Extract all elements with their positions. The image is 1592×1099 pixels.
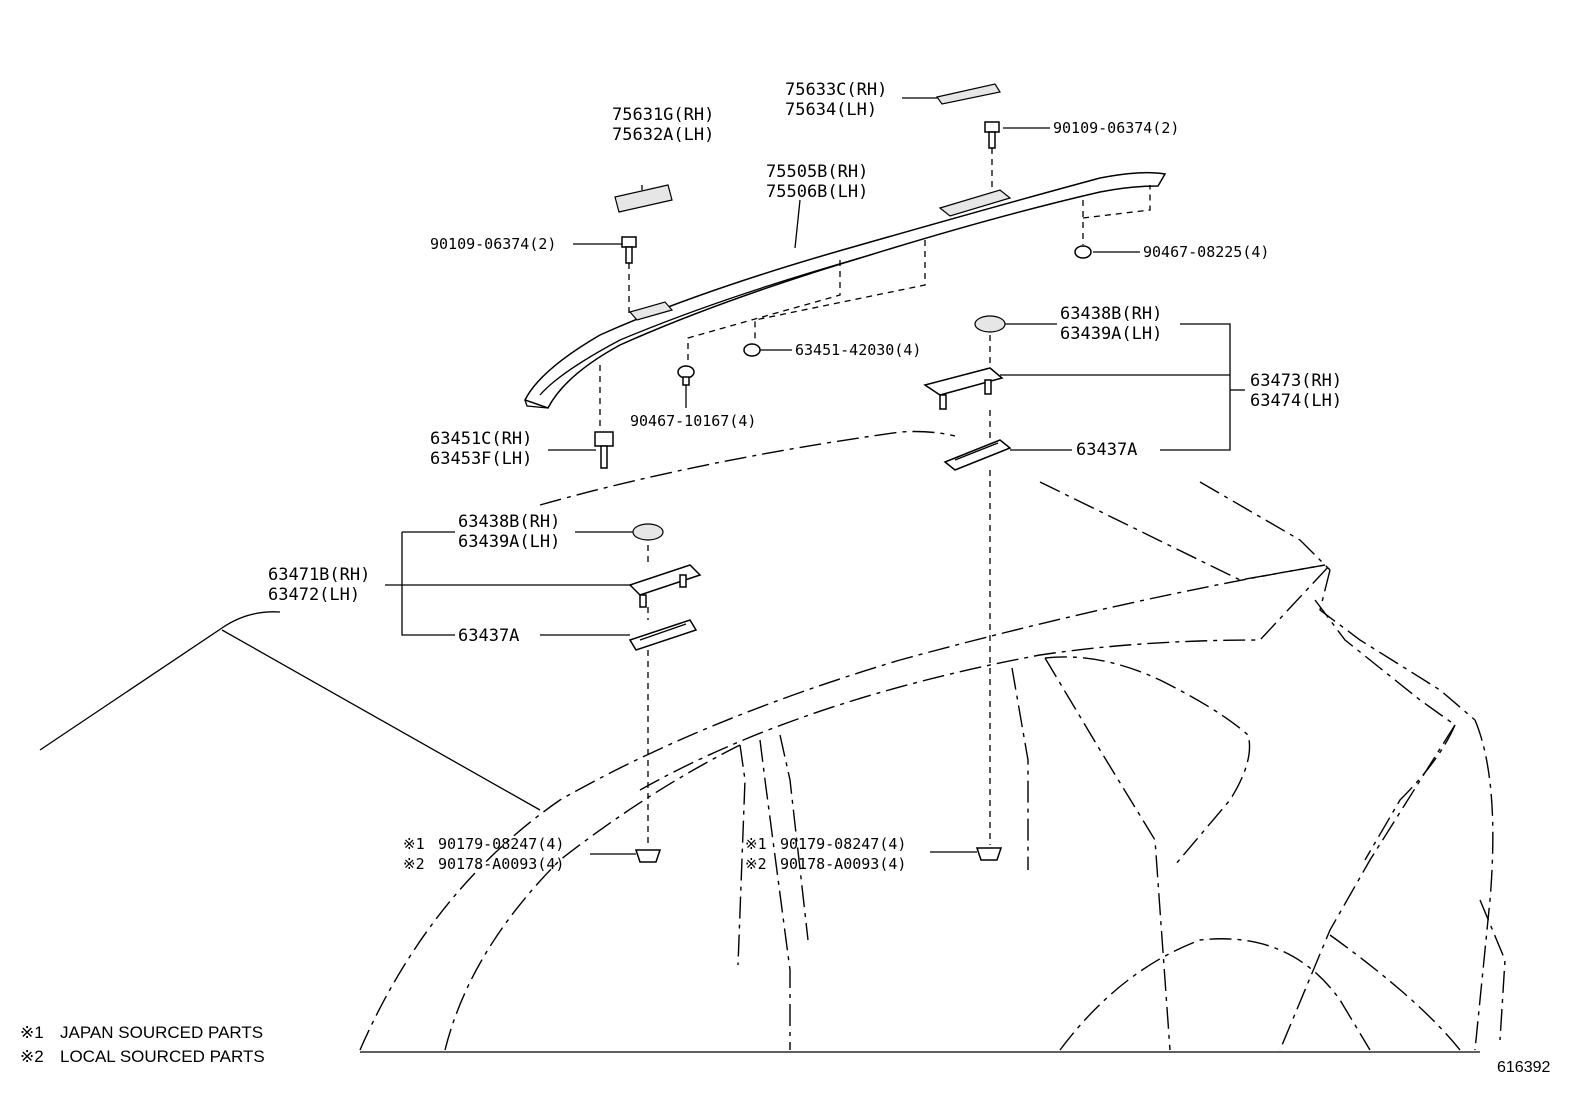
screw-rear-icon xyxy=(984,121,1000,149)
figure-number: 616392 xyxy=(1497,1059,1550,1076)
mark2-front: ※2 xyxy=(403,855,425,873)
footnotes: ※1 JAPAN SOURCED PARTS ※2 LOCAL SOURCED … xyxy=(20,1023,265,1066)
front-leg-icon xyxy=(628,564,702,608)
nut-rear-lower-icon xyxy=(975,847,1003,861)
label-cap-rear-rh: 63438B(RH) xyxy=(1060,304,1162,324)
clip-front-icon xyxy=(594,431,614,469)
note-text-1: JAPAN SOURCED PARTS xyxy=(60,1023,263,1042)
label-nut-rear-jp: 90179-08247(4) xyxy=(780,835,906,853)
label-leg-rear-lh: 63474(LH) xyxy=(1250,391,1342,411)
rear-leg-cap-icon xyxy=(974,315,1006,333)
nut-rear-icon xyxy=(1074,245,1092,259)
label-leg-front-lh: 63472(LH) xyxy=(268,585,360,605)
mark2-rear: ※2 xyxy=(745,855,767,873)
note-text-2: LOCAL SOURCED PARTS xyxy=(60,1047,265,1066)
clip-mid-icon xyxy=(677,365,695,386)
part-labels: 75633C(RH) 75634(LH) 75631G(RH) 75632A(L… xyxy=(268,80,1342,873)
label-nut-rear: 90467-08225(4) xyxy=(1143,243,1269,261)
rear-leg-icon xyxy=(923,367,1004,410)
rear-pad-icon xyxy=(943,439,1012,471)
roof-rail xyxy=(523,171,1167,409)
label-screw-front: 90109-06374(2) xyxy=(430,235,556,253)
label-cap-front-rh: 63438B(RH) xyxy=(458,512,560,532)
label-nut-rear-local: 90178-A0093(4) xyxy=(780,855,906,873)
nut-front-lower-icon xyxy=(634,849,662,863)
label-rail-lh: 75506B(LH) xyxy=(766,182,868,202)
garnish-rear xyxy=(935,83,1001,105)
vehicle-body-outline xyxy=(39,430,1506,1053)
front-pad-icon xyxy=(628,619,698,651)
label-nut-front-jp: 90179-08247(4) xyxy=(438,835,564,853)
label-pad-rear: 63437A xyxy=(1076,440,1137,460)
label-nut-mid: 63451-42030(4) xyxy=(795,341,921,359)
label-pad-front: 63437A xyxy=(458,626,519,646)
label-clip-front-lh: 63453F(LH) xyxy=(430,449,532,469)
label-cap-rear-lh: 63439A(LH) xyxy=(1060,324,1162,344)
label-screw-rear: 90109-06374(2) xyxy=(1053,119,1179,137)
label-leg-rear-rh: 63473(RH) xyxy=(1250,371,1342,391)
label-rail-rh: 75505B(RH) xyxy=(766,162,868,182)
label-nut-front-local: 90178-A0093(4) xyxy=(438,855,564,873)
screw-front-icon xyxy=(621,236,637,264)
label-leg-front-rh: 63471B(RH) xyxy=(268,565,370,585)
assembly-lines xyxy=(599,148,1151,848)
label-garnish-front-rh: 75631G(RH) xyxy=(612,105,714,125)
label-garnish-front-lh: 75632A(LH) xyxy=(612,125,714,145)
mark1-rear: ※1 xyxy=(745,835,767,853)
note-mark-1: ※1 xyxy=(20,1023,44,1042)
leader-lines xyxy=(385,97,1245,855)
note-mark-2: ※2 xyxy=(20,1047,44,1066)
label-garnish-rear-rh: 75633C(RH) xyxy=(785,80,887,100)
label-clip-mid: 90467-10167(4) xyxy=(630,412,756,430)
nut-mid-icon xyxy=(743,343,761,357)
label-clip-front-rh: 63451C(RH) xyxy=(430,429,532,449)
label-garnish-rear-lh: 75634(LH) xyxy=(785,100,877,120)
front-leg-cap-icon xyxy=(632,523,664,541)
mark1-front: ※1 xyxy=(403,835,425,853)
label-cap-front-lh: 63439A(LH) xyxy=(458,532,560,552)
garnish-front xyxy=(614,184,673,213)
